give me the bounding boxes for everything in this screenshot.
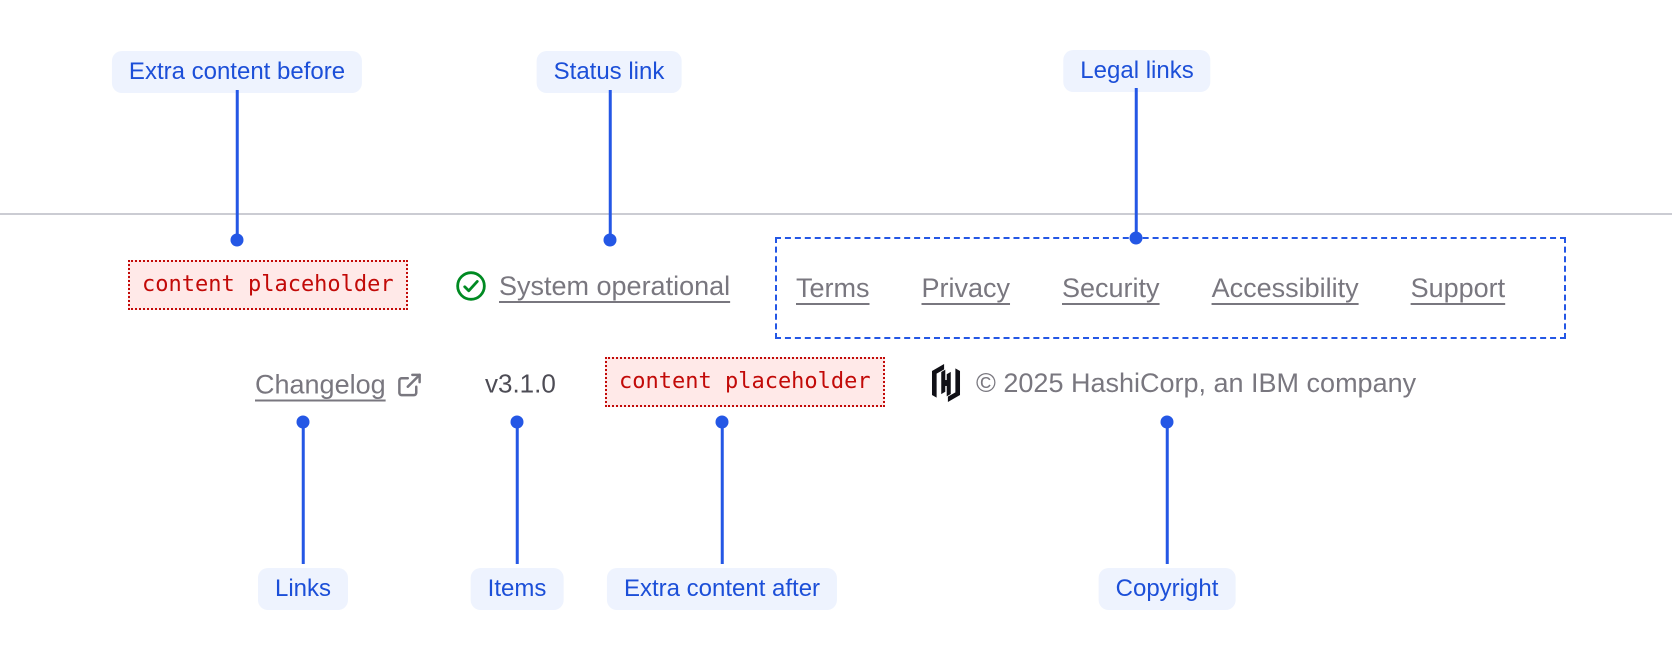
legal-link-terms[interactable]: Terms (796, 272, 870, 303)
status-link[interactable]: System operational (455, 270, 730, 302)
callout-line (1165, 426, 1169, 564)
callout-line (720, 426, 724, 564)
callout-label-status-link: Status link (536, 51, 682, 93)
callout-label-links: Links (257, 568, 349, 610)
callout-line (1134, 88, 1138, 236)
hashicorp-logo (928, 364, 964, 402)
callout-line (235, 90, 239, 238)
legal-link-privacy[interactable]: Privacy (921, 272, 1011, 303)
copyright-statement: © 2025 HashiCorp, an IBM company (928, 364, 1416, 402)
callout-line (301, 426, 305, 564)
version-item: v3.1.0 (485, 369, 556, 400)
legal-links-container: Terms Privacy Security Accessibility Sup… (775, 237, 1566, 339)
callout-label-legal-links: Legal links (1063, 50, 1211, 92)
callout-dot (1160, 415, 1174, 429)
version-label: v3.1.0 (485, 368, 556, 399)
status-link-label: System operational (499, 270, 731, 301)
callout-dot (715, 415, 729, 429)
changelog-link-label: Changelog (255, 369, 386, 400)
extra-content-after-placeholder: content placeholder (605, 357, 885, 407)
callout-line (608, 90, 612, 238)
callout-label-extra-content-before: Extra content before (111, 51, 363, 93)
callout-dot (510, 415, 524, 429)
extra-content-before-placeholder: content placeholder (128, 260, 408, 310)
callout-dot (603, 233, 617, 247)
external-link-icon (396, 372, 423, 399)
callout-dot (296, 415, 310, 429)
callout-label-copyright: Copyright (1098, 568, 1236, 610)
legal-link-accessibility[interactable]: Accessibility (1211, 272, 1359, 303)
check-circle-icon (455, 270, 487, 302)
page-divider (0, 213, 1672, 215)
callout-line (515, 426, 519, 564)
legal-link-support[interactable]: Support (1410, 272, 1506, 303)
copyright-text: © 2025 HashiCorp, an IBM company (976, 367, 1417, 398)
callout-label-extra-content-after: Extra content after (606, 568, 838, 610)
callout-dot (230, 233, 244, 247)
legal-link-security[interactable]: Security (1062, 272, 1160, 303)
changelog-link[interactable]: Changelog (255, 370, 423, 401)
callout-label-items: Items (470, 568, 564, 610)
